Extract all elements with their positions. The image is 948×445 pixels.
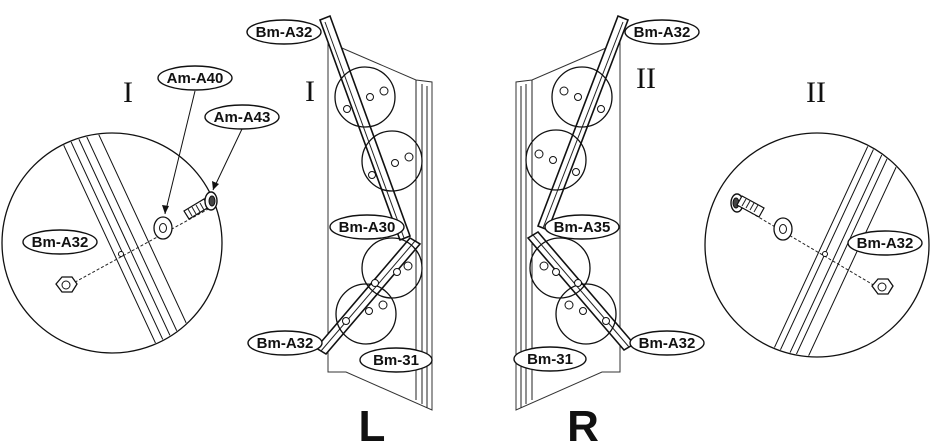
- washer-icon: [153, 216, 173, 240]
- right-upper-rail: [536, 14, 630, 232]
- callout-am-a40: Am-A40: [167, 70, 224, 87]
- callout-bm-a32: Bm-A32: [857, 235, 914, 252]
- hex-nut-icon: [871, 278, 894, 295]
- rail-hole-icon: [118, 251, 124, 257]
- hex-nut-icon: [55, 276, 78, 293]
- right-detail-axis: [737, 204, 883, 291]
- right-detail-view: II: [704, 76, 930, 358]
- callout-bm-a30: Bm-A30: [339, 219, 396, 236]
- left-detail-axis: [65, 206, 213, 288]
- right-detail-marker: II: [806, 76, 826, 109]
- bolt-icon: [730, 193, 765, 218]
- washer-icon: [773, 217, 793, 241]
- leader-line: [164, 90, 196, 215]
- side-label-right: R: [567, 402, 599, 445]
- left-detail-marker: I: [123, 76, 133, 109]
- right-detail-circle: [704, 132, 930, 358]
- left-detail-view: I: [1, 76, 223, 354]
- callout-bm-a32: Bm-A32: [32, 234, 89, 251]
- right-panel-marker: II: [636, 62, 656, 95]
- bolt-icon: [183, 191, 218, 220]
- left-detail-circle: [1, 132, 223, 354]
- callout-bm-a32: Bm-A32: [256, 24, 313, 41]
- side-label-left: L: [359, 402, 386, 445]
- left-panel-callouts: Bm-A32 Bm-A30 Bm-A32 Bm-31: [246, 19, 433, 373]
- left-panel-marker: I: [305, 75, 315, 108]
- right-panel-callouts: Bm-A32 Bm-A35 Bm-31 Bm-A32: [513, 19, 705, 372]
- right-detail-callouts: Bm-A32: [847, 230, 923, 256]
- left-upper-rail: [318, 14, 412, 242]
- callout-bm-31: Bm-31: [373, 352, 419, 369]
- right-detail-rail: [763, 134, 919, 356]
- rail-hole-icon: [822, 251, 828, 257]
- callout-bm-31: Bm-31: [527, 351, 573, 368]
- callout-am-a43: Am-A43: [214, 109, 271, 126]
- leader-line: [212, 128, 243, 191]
- callout-bm-a32: Bm-A32: [639, 335, 696, 352]
- callout-bm-a35: Bm-A35: [554, 219, 611, 236]
- callout-bm-a32: Bm-A32: [257, 335, 314, 352]
- callout-bm-a32: Bm-A32: [634, 24, 691, 41]
- left-detail-callouts: Am-A40 Am-A43 Bm-A32: [22, 65, 280, 255]
